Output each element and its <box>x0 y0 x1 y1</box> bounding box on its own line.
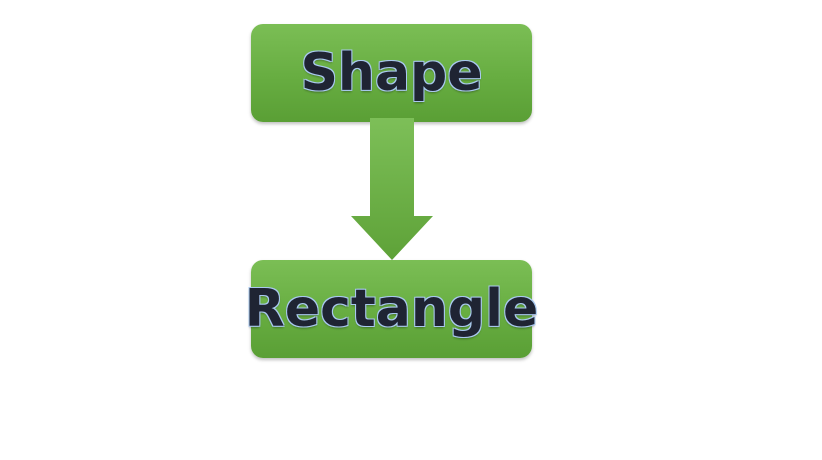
shape-node: Shape <box>251 24 532 122</box>
rectangle-node-label: Rectangle <box>244 279 539 339</box>
shape-node-label: Shape <box>300 43 483 103</box>
arrow-down-connector <box>351 118 433 260</box>
rectangle-node: Rectangle <box>245 260 538 358</box>
